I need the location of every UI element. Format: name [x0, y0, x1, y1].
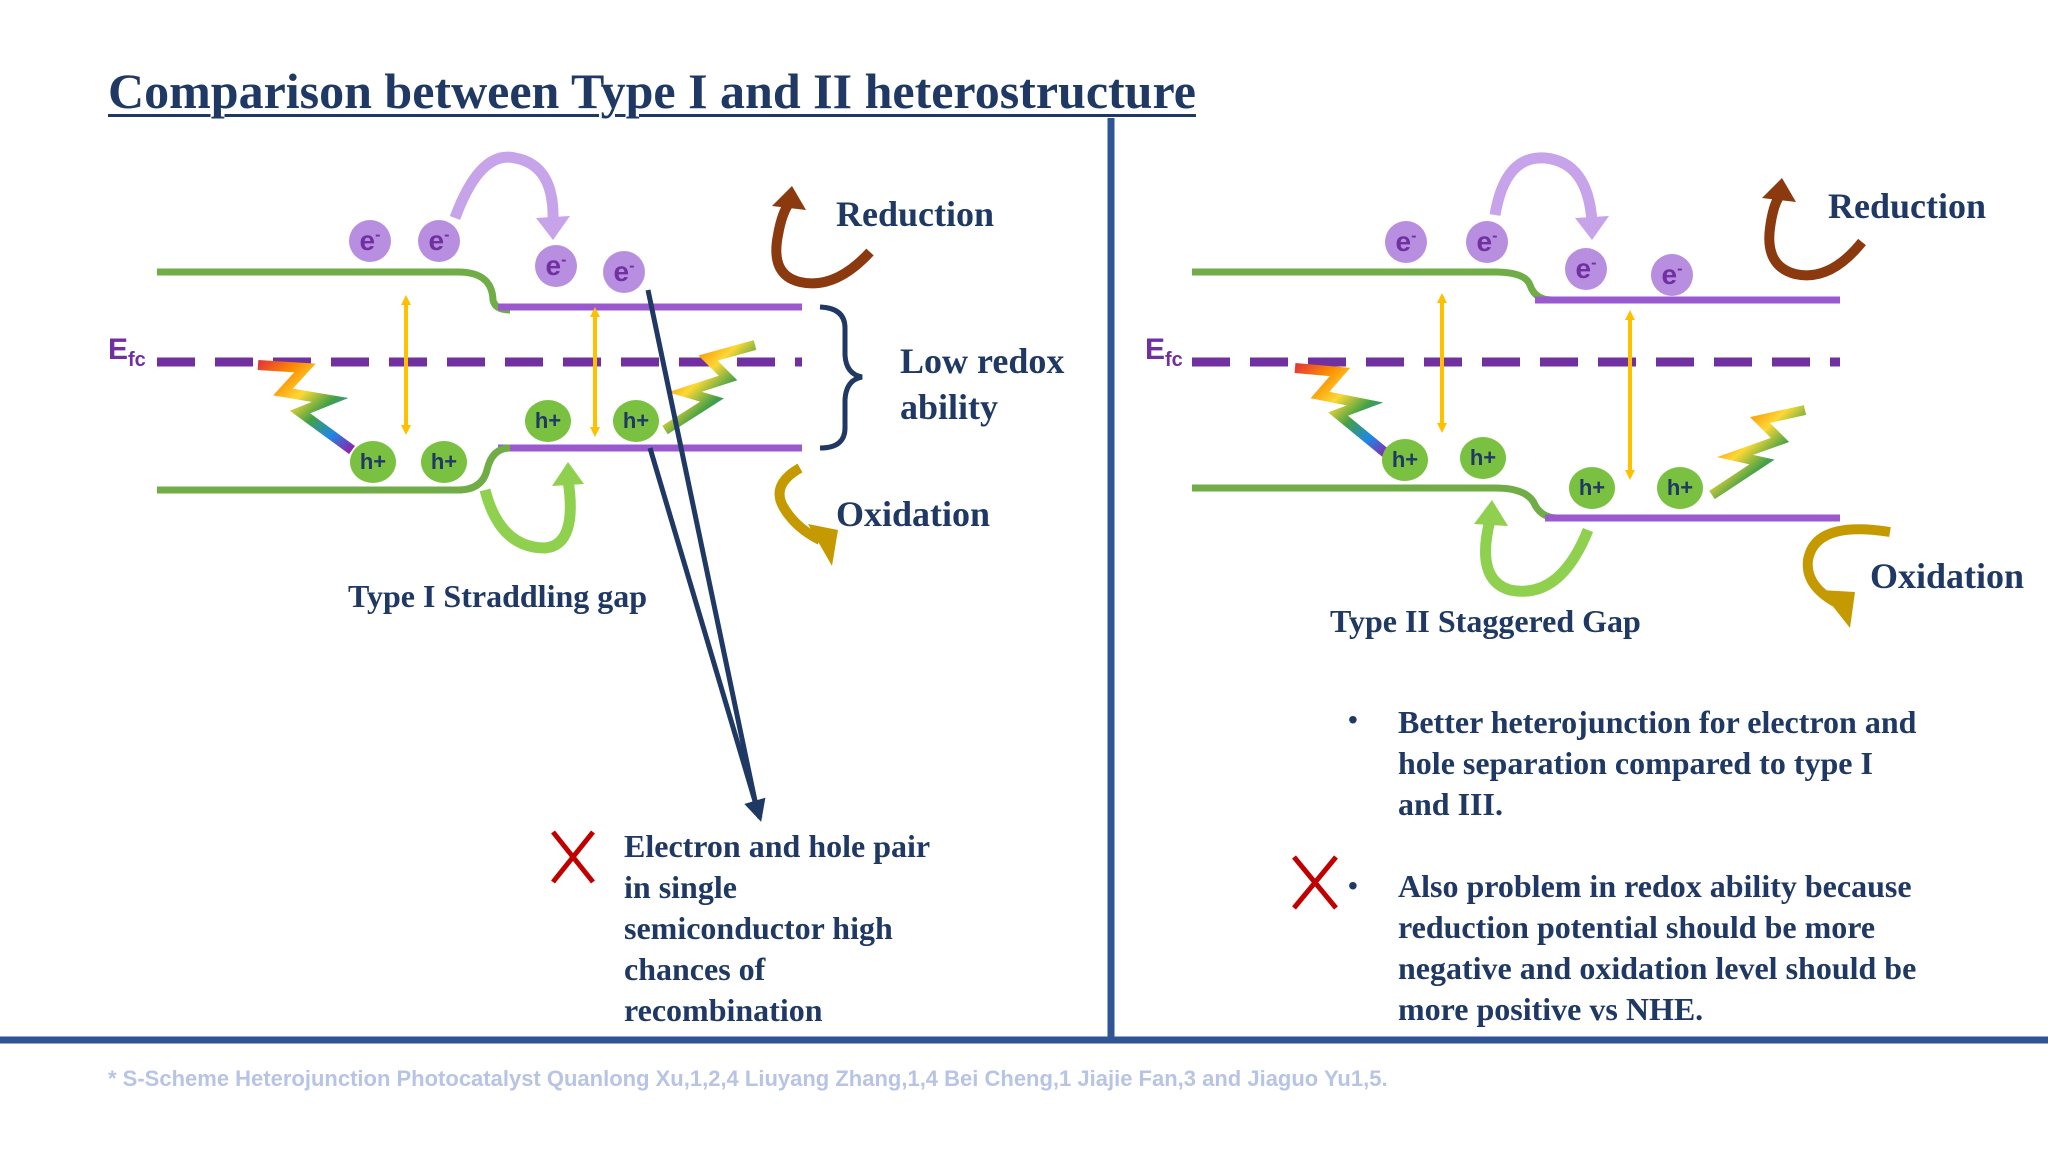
type-2-caption: Type II Staggered Gap	[1330, 603, 1641, 639]
type-1-caption: Type I Straddling gap	[348, 578, 648, 614]
slide-title: Comparison between Type I and II heteros…	[108, 63, 1196, 119]
low-redox-label-line-1: Low redox	[900, 341, 1065, 381]
oxidation-arrow-icon	[1802, 524, 1891, 628]
electron-icon: e-	[418, 220, 460, 262]
reduction-label: Reduction	[836, 194, 995, 234]
bullet-line: Better heterojunction for electron and	[1398, 704, 1917, 740]
lightning-bolt-icon	[1294, 363, 1392, 459]
fermi-level-label: Efc	[1145, 333, 1183, 371]
low-redox-bracket	[819, 304, 863, 451]
oxidation-arrow-icon	[774, 463, 838, 566]
electron-transfer-arrow	[449, 151, 570, 240]
bullet-marker: •	[1348, 704, 1358, 735]
hole-transfer-arrow	[479, 462, 584, 554]
electron-transfer-arrow	[1489, 152, 1609, 240]
citation-footnote: * S-Scheme Heterojunction Photocatalyst …	[108, 1066, 1388, 1091]
electron-icon: e-	[603, 251, 645, 293]
electron-icon: e-	[1565, 248, 1607, 290]
hole-transfer-arrow	[1474, 500, 1594, 597]
note-line: recombination	[624, 992, 823, 1028]
hole-icon: h+	[1382, 439, 1428, 481]
bullet-line: and III.	[1398, 786, 1503, 822]
electron-icon: e-	[349, 220, 391, 262]
hole-icon: h+	[421, 441, 467, 483]
bullet-advantage: Better heterojunction for electron and h…	[1398, 702, 1916, 825]
fermi-level-label: Efc	[108, 333, 146, 371]
note-line: chances of	[624, 951, 766, 987]
recombination-note: Electron and hole pair in single semicon…	[624, 826, 930, 1031]
electron-icon: e-	[1651, 254, 1693, 296]
bullet-line: more positive vs NHE.	[1398, 991, 1704, 1027]
lightning-bolt-icon	[662, 340, 757, 435]
type-2-band-diagram	[1192, 152, 1891, 910]
hole-icon: h+	[1657, 467, 1703, 509]
note-line: in single	[624, 869, 737, 905]
bullet-line: reduction potential should be more	[1398, 909, 1876, 945]
hole-icon: h+	[525, 400, 571, 442]
lightning-bolt-icon	[1709, 405, 1807, 500]
reduction-arrow-icon	[1762, 178, 1866, 281]
cb-semiconductor-a	[157, 268, 511, 314]
bullet-problem: Also problem in redox ability because re…	[1398, 866, 1916, 1030]
reduction-label: Reduction	[1828, 186, 1987, 226]
oxidation-label: Oxidation	[1870, 556, 2025, 596]
bullet-line: negative and oxidation level should be	[1398, 950, 1917, 986]
cross-icon	[1292, 855, 1338, 910]
bullet-line: Also problem in redox ability because	[1398, 868, 1912, 904]
low-redox-label-line-2: ability	[900, 387, 999, 427]
vb-semiconductor-a	[157, 444, 511, 494]
note-line: semiconductor high	[624, 910, 893, 946]
hole-icon: h+	[613, 400, 659, 442]
reduction-arrow-icon	[771, 186, 874, 289]
oxidation-label: Oxidation	[836, 494, 991, 534]
electron-icon: e-	[1385, 221, 1427, 263]
electron-icon: e-	[1466, 221, 1508, 263]
bullet-line: hole separation compared to type I	[1398, 745, 1873, 781]
note-line: Electron and hole pair	[624, 828, 931, 864]
recombination-arrow	[645, 289, 766, 822]
hole-icon: h+	[1460, 437, 1506, 479]
cross-icon	[551, 830, 595, 884]
hole-icon: h+	[1569, 467, 1615, 509]
cb-semiconductor-a	[1192, 268, 1553, 304]
bullet-marker: •	[1348, 870, 1358, 901]
vb-semiconductor-a	[1192, 484, 1559, 522]
hole-icon: h+	[350, 441, 396, 483]
lightning-bolt-icon	[257, 360, 355, 455]
electron-icon: e-	[535, 245, 577, 287]
type-1-band-diagram	[157, 151, 874, 884]
